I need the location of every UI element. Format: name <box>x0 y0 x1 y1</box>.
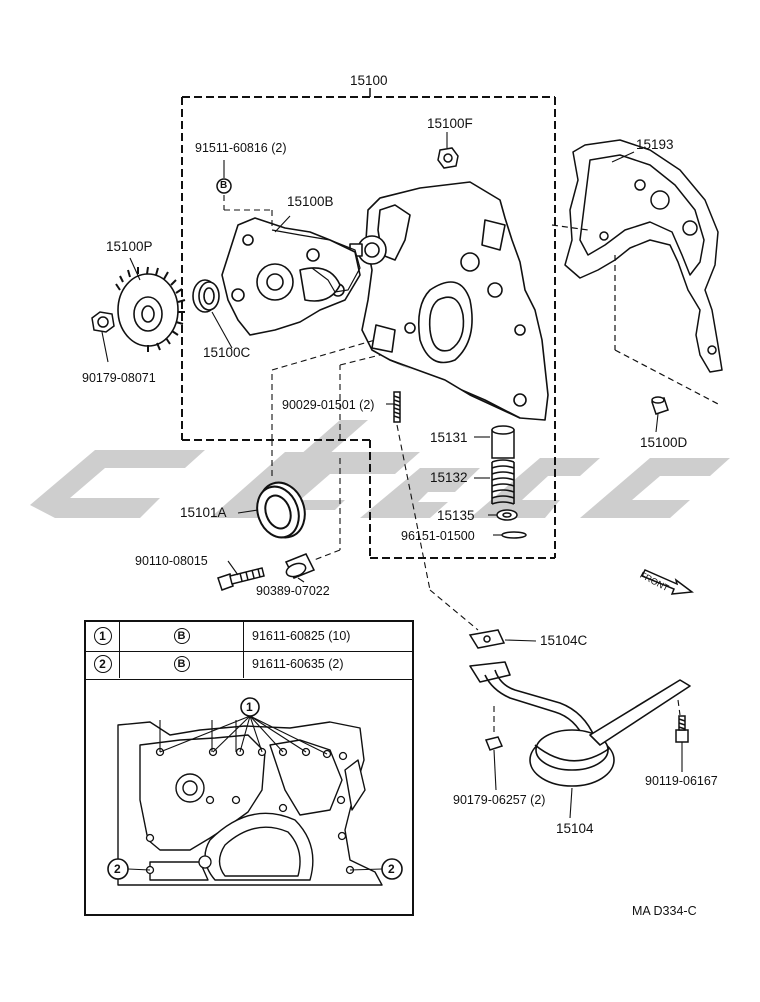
callout-2-right-label: 2 <box>388 862 395 876</box>
bolt-location-leaders <box>127 715 383 871</box>
leader-lines <box>101 132 683 819</box>
relief-valve-piston <box>491 425 515 459</box>
bolt-key-part: 91611-60635 (2) <box>252 657 344 671</box>
bolt-key-part: 91611-60825 (10) <box>252 629 351 643</box>
label-90179-06257: 90179-06257 (2) <box>453 793 546 807</box>
bolt-location-drawing <box>117 721 383 886</box>
watermark-logo <box>30 420 730 518</box>
dowel-pin-15100D <box>651 396 669 415</box>
bolt-b-icon: B <box>173 656 190 672</box>
bolt-key-bolt-cell: B <box>120 622 244 650</box>
bolt-key-number: 2 <box>93 655 112 673</box>
label-15100B: 15100B <box>287 194 334 209</box>
callout-2-left-label: 2 <box>114 862 121 876</box>
gasket-dashed-leaders <box>551 224 721 406</box>
gear-nut <box>91 311 115 333</box>
bolt-key-row: 1 B 91611-60825 (10) <box>86 622 412 652</box>
bolt-key-number-cell: 1 <box>86 622 120 650</box>
label-15193: 15193 <box>636 137 674 152</box>
collar-90389 <box>284 553 316 579</box>
bolt-key-row: 2 B 91611-60635 (2) <box>86 650 412 680</box>
pump-cover-gasket <box>271 229 361 293</box>
callout-2-left-circle <box>107 858 129 880</box>
label-90029: 90029-01501 (2) <box>282 398 375 412</box>
crank-front-oil-seal <box>256 481 306 539</box>
bolt-b-marker-top <box>216 178 232 194</box>
timing-case-gasket <box>564 139 723 373</box>
crank-timing-gear <box>115 266 186 352</box>
relief-valve-retainer <box>496 509 518 521</box>
label-15100C: 15100C <box>203 345 251 360</box>
label-15131: 15131 <box>430 430 468 445</box>
front-arrow <box>640 569 694 595</box>
bolt-b-marker-letter: B <box>220 180 228 191</box>
dashed-connection-lines <box>223 195 681 735</box>
bolt-key-bolt-cell: B <box>120 650 244 678</box>
snap-ring <box>501 531 527 539</box>
pump-cover <box>221 217 361 336</box>
diagram-code: MA D334-C <box>632 904 697 918</box>
bolt-90110 <box>217 567 265 591</box>
callout-1-circle <box>240 697 260 717</box>
bolt-90119 <box>675 715 689 743</box>
bolt-location-holes <box>145 747 355 875</box>
nut-90179 <box>484 736 504 751</box>
label-96151: 96151-01500 <box>401 529 475 543</box>
label-90179-08071: 90179-08071 <box>82 371 156 385</box>
label-15100F: 15100F <box>427 116 473 131</box>
label-15100D: 15100D <box>640 435 688 450</box>
label-91511: 91511-60816 (2) <box>195 141 287 155</box>
label-15132: 15132 <box>430 470 468 485</box>
label-15135: 15135 <box>437 508 475 523</box>
label-assembly: 15100 <box>350 73 388 88</box>
label-90110: 90110-08015 <box>135 554 208 568</box>
oil-strainer <box>469 661 691 787</box>
bolt-key-number-cell: 2 <box>86 650 120 678</box>
gasket-15104C <box>468 629 506 649</box>
bolt-key-table: 1 B 91611-60825 (10) 2 B 91611-60635 (2) <box>84 620 414 916</box>
callout-1-label: 1 <box>246 700 253 714</box>
label-15104C: 15104C <box>540 633 588 648</box>
label-15100P: 15100P <box>106 239 153 254</box>
pump-oil-seal <box>192 279 220 313</box>
bolt-key-number: 1 <box>93 627 112 645</box>
label-90389: 90389-07022 <box>256 584 330 598</box>
stud-bolt <box>393 391 401 423</box>
timing-case-body <box>349 181 549 421</box>
callout-2-right-circle <box>381 858 403 880</box>
assembly-dashed-boundary <box>181 96 556 559</box>
plug-15100F <box>437 147 459 169</box>
label-15101A: 15101A <box>180 505 227 520</box>
relief-valve-spring <box>491 459 515 505</box>
label-15104: 15104 <box>556 821 594 836</box>
bolt-b-icon: B <box>173 628 190 644</box>
label-90119: 90119-06167 <box>645 774 718 788</box>
